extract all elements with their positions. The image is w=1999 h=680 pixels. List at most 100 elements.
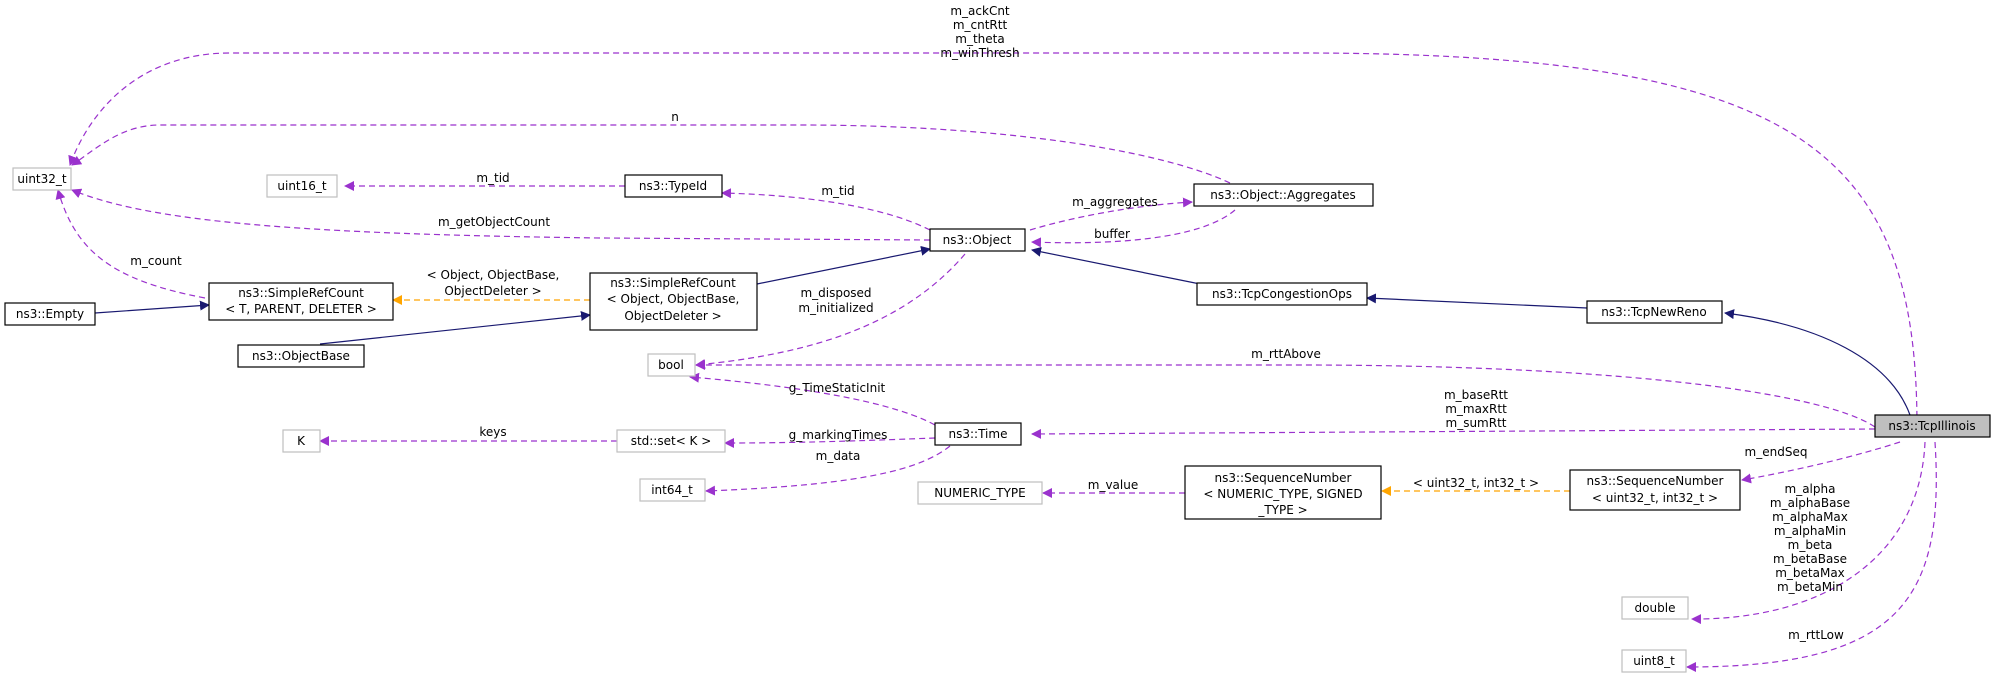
nodes: uint32_t uint16_t ns3::Empty ns3::Object… (4, 167, 1991, 673)
edge-label-template-object-1: < Object, ObjectBase, (427, 268, 560, 282)
node-label: ns3::SimpleRefCount (610, 276, 736, 290)
edge-tcpnewreno-tcpcongestionops (1366, 293, 1588, 309)
edge-illinois-seqnum (1741, 441, 1901, 484)
tcpillinois-node[interactable]: ns3::TcpIllinois (1874, 414, 1991, 438)
uint16-t-node[interactable]: uint16_t (266, 174, 338, 198)
edge-label-basertt: m_baseRtt (1444, 388, 1508, 402)
object-aggregates-node[interactable]: ns3::Object::Aggregates (1193, 183, 1374, 207)
edge-label-disposed: m_disposed (800, 286, 871, 300)
edge-simplerefcount-object (756, 245, 931, 285)
edge-illinois-uint32-ackgroup (68, 52, 1918, 428)
node-label: uint32_t (17, 172, 67, 186)
node-label: ns3::Object (943, 233, 1012, 247)
edge-label-alpha: m_alpha (1785, 482, 1836, 496)
node-label: K (297, 434, 306, 448)
edge-label-n: n (671, 110, 679, 124)
empty-node[interactable]: ns3::Empty (4, 302, 96, 326)
edge-aggregates-object-buffer (1031, 209, 1236, 248)
edge-label-keys: keys (479, 425, 506, 439)
edge-label-betamin: m_betaMin (1777, 580, 1843, 594)
node-label: double (1635, 601, 1676, 615)
edge-label-timestaticinit: g_TimeStaticInit (789, 381, 886, 395)
time-node[interactable]: ns3::Time (934, 422, 1022, 446)
node-label: NUMERIC_TYPE (934, 486, 1025, 500)
node-label: ObjectDeleter > (624, 309, 721, 323)
edge-label-ackcnt: m_ackCnt (950, 4, 1010, 18)
edge-label-getobjectcount: m_getObjectCount (438, 215, 550, 229)
edge-illinois-time (1031, 428, 1876, 439)
edge-label-theta: m_theta (955, 32, 1004, 46)
edge-label-initialized: m_initialized (798, 301, 873, 315)
simplerefcount-object-node[interactable]: ns3::SimpleRefCount < Object, ObjectBase… (589, 272, 758, 331)
node-label: < NUMERIC_TYPE, SIGNED (1203, 487, 1362, 501)
node-label: uint16_t (277, 179, 327, 193)
edge-objectbase-simplerefcount (319, 310, 591, 345)
node-label: < T, PARENT, DELETER > (225, 302, 377, 316)
node-label: ns3::Object::Aggregates (1210, 188, 1356, 202)
edge-object-aggregates (1029, 197, 1193, 231)
edge-label-mvalue: m_value (1088, 478, 1138, 492)
k-node[interactable]: K (282, 429, 321, 453)
node-label: bool (658, 358, 684, 372)
edge-label-endseq: m_endSeq (1745, 445, 1808, 459)
edge-illinois-bool-rttabove (695, 360, 1876, 428)
edge-illinois-uint8 (1686, 441, 1937, 672)
node-label: ns3::ObjectBase (252, 349, 350, 363)
edge-illinois-double (1691, 441, 1926, 625)
node-label: ns3::SequenceNumber (1587, 474, 1724, 488)
edge-label-mtid-typeid: m_tid (821, 184, 854, 198)
node-label: _TYPE > (1257, 503, 1307, 517)
objectbase-node[interactable]: ns3::ObjectBase (237, 344, 365, 368)
edge-label-rttabove: m_rttAbove (1251, 347, 1321, 361)
edge-simplerefcount-uint32-count (55, 189, 206, 299)
edge-label-buffer: buffer (1094, 227, 1130, 241)
sequencenumber-template-node[interactable]: ns3::SequenceNumber < NUMERIC_TYPE, SIGN… (1184, 465, 1382, 520)
edge-time-bool (689, 372, 936, 426)
node-label: uint8_t (1633, 654, 1675, 668)
node-label: < Object, ObjectBase, (607, 292, 740, 306)
node-label: ns3::TcpCongestionOps (1212, 287, 1352, 301)
edge-label-rttlow: m_rttLow (1788, 628, 1844, 642)
edge-label-cntrtt: m_cntRtt (953, 18, 1008, 32)
edge-label-template-object-2: ObjectDeleter > (444, 284, 541, 298)
typeid-node[interactable]: ns3::TypeId (624, 174, 723, 198)
edge-object-bool (695, 253, 966, 370)
uint8-t-node[interactable]: uint8_t (1621, 649, 1687, 673)
edge-object-typeid (721, 188, 931, 231)
simplerefcount-template-node[interactable]: ns3::SimpleRefCount < T, PARENT, DELETER… (208, 282, 394, 321)
std-set-node[interactable]: std::set< K > (616, 429, 726, 453)
edge-tcpcongestionops-object (1031, 246, 1206, 286)
node-label: ns3::TypeId (639, 179, 707, 193)
edge-label-betamax: m_betaMax (1775, 566, 1845, 580)
numeric-type-node[interactable]: NUMERIC_TYPE (917, 481, 1043, 505)
node-label: < uint32_t, int32_t > (1592, 491, 1718, 505)
edge-empty-simplerefcount (94, 300, 210, 314)
edge-label-alphamax: m_alphaMax (1772, 510, 1848, 524)
node-label: ns3::SimpleRefCount (238, 286, 364, 300)
edge-label-template-u32: < uint32_t, int32_t > (1413, 476, 1539, 490)
edge-label-markingtimes: g_markingTimes (789, 428, 888, 442)
edge-label-count: m_count (130, 254, 182, 268)
bool-node[interactable]: bool (647, 353, 696, 377)
edge-tcpillinois-tcpnewreno (1724, 309, 1911, 416)
tcpcongestionops-node[interactable]: ns3::TcpCongestionOps (1196, 282, 1368, 306)
edge-label-mtid-uint16: m_tid (476, 171, 509, 185)
edge-aggregates-uint32-n (71, 124, 1231, 184)
edges (55, 52, 1937, 672)
node-label: ns3::Time (949, 427, 1008, 441)
int64-t-node[interactable]: int64_t (639, 478, 706, 502)
edge-label-alphabase: m_alphaBase (1770, 496, 1850, 510)
object-node[interactable]: ns3::Object (929, 228, 1026, 252)
uint32-t-node[interactable]: uint32_t (12, 167, 72, 191)
edge-label-winthresh: m_winThresh (940, 46, 1019, 60)
edge-label-betabase: m_betaBase (1773, 552, 1847, 566)
edge-label-mdata: m_data (816, 449, 861, 463)
sequencenumber-uint32-node[interactable]: ns3::SequenceNumber < uint32_t, int32_t … (1569, 469, 1741, 511)
edge-time-int64 (705, 445, 951, 496)
edge-label-aggregates: m_aggregates (1072, 195, 1158, 209)
node-label: int64_t (651, 483, 693, 497)
double-node[interactable]: double (1621, 596, 1689, 620)
tcpnewreno-node[interactable]: ns3::TcpNewReno (1586, 300, 1723, 324)
node-label: ns3::TcpIllinois (1888, 419, 1975, 433)
